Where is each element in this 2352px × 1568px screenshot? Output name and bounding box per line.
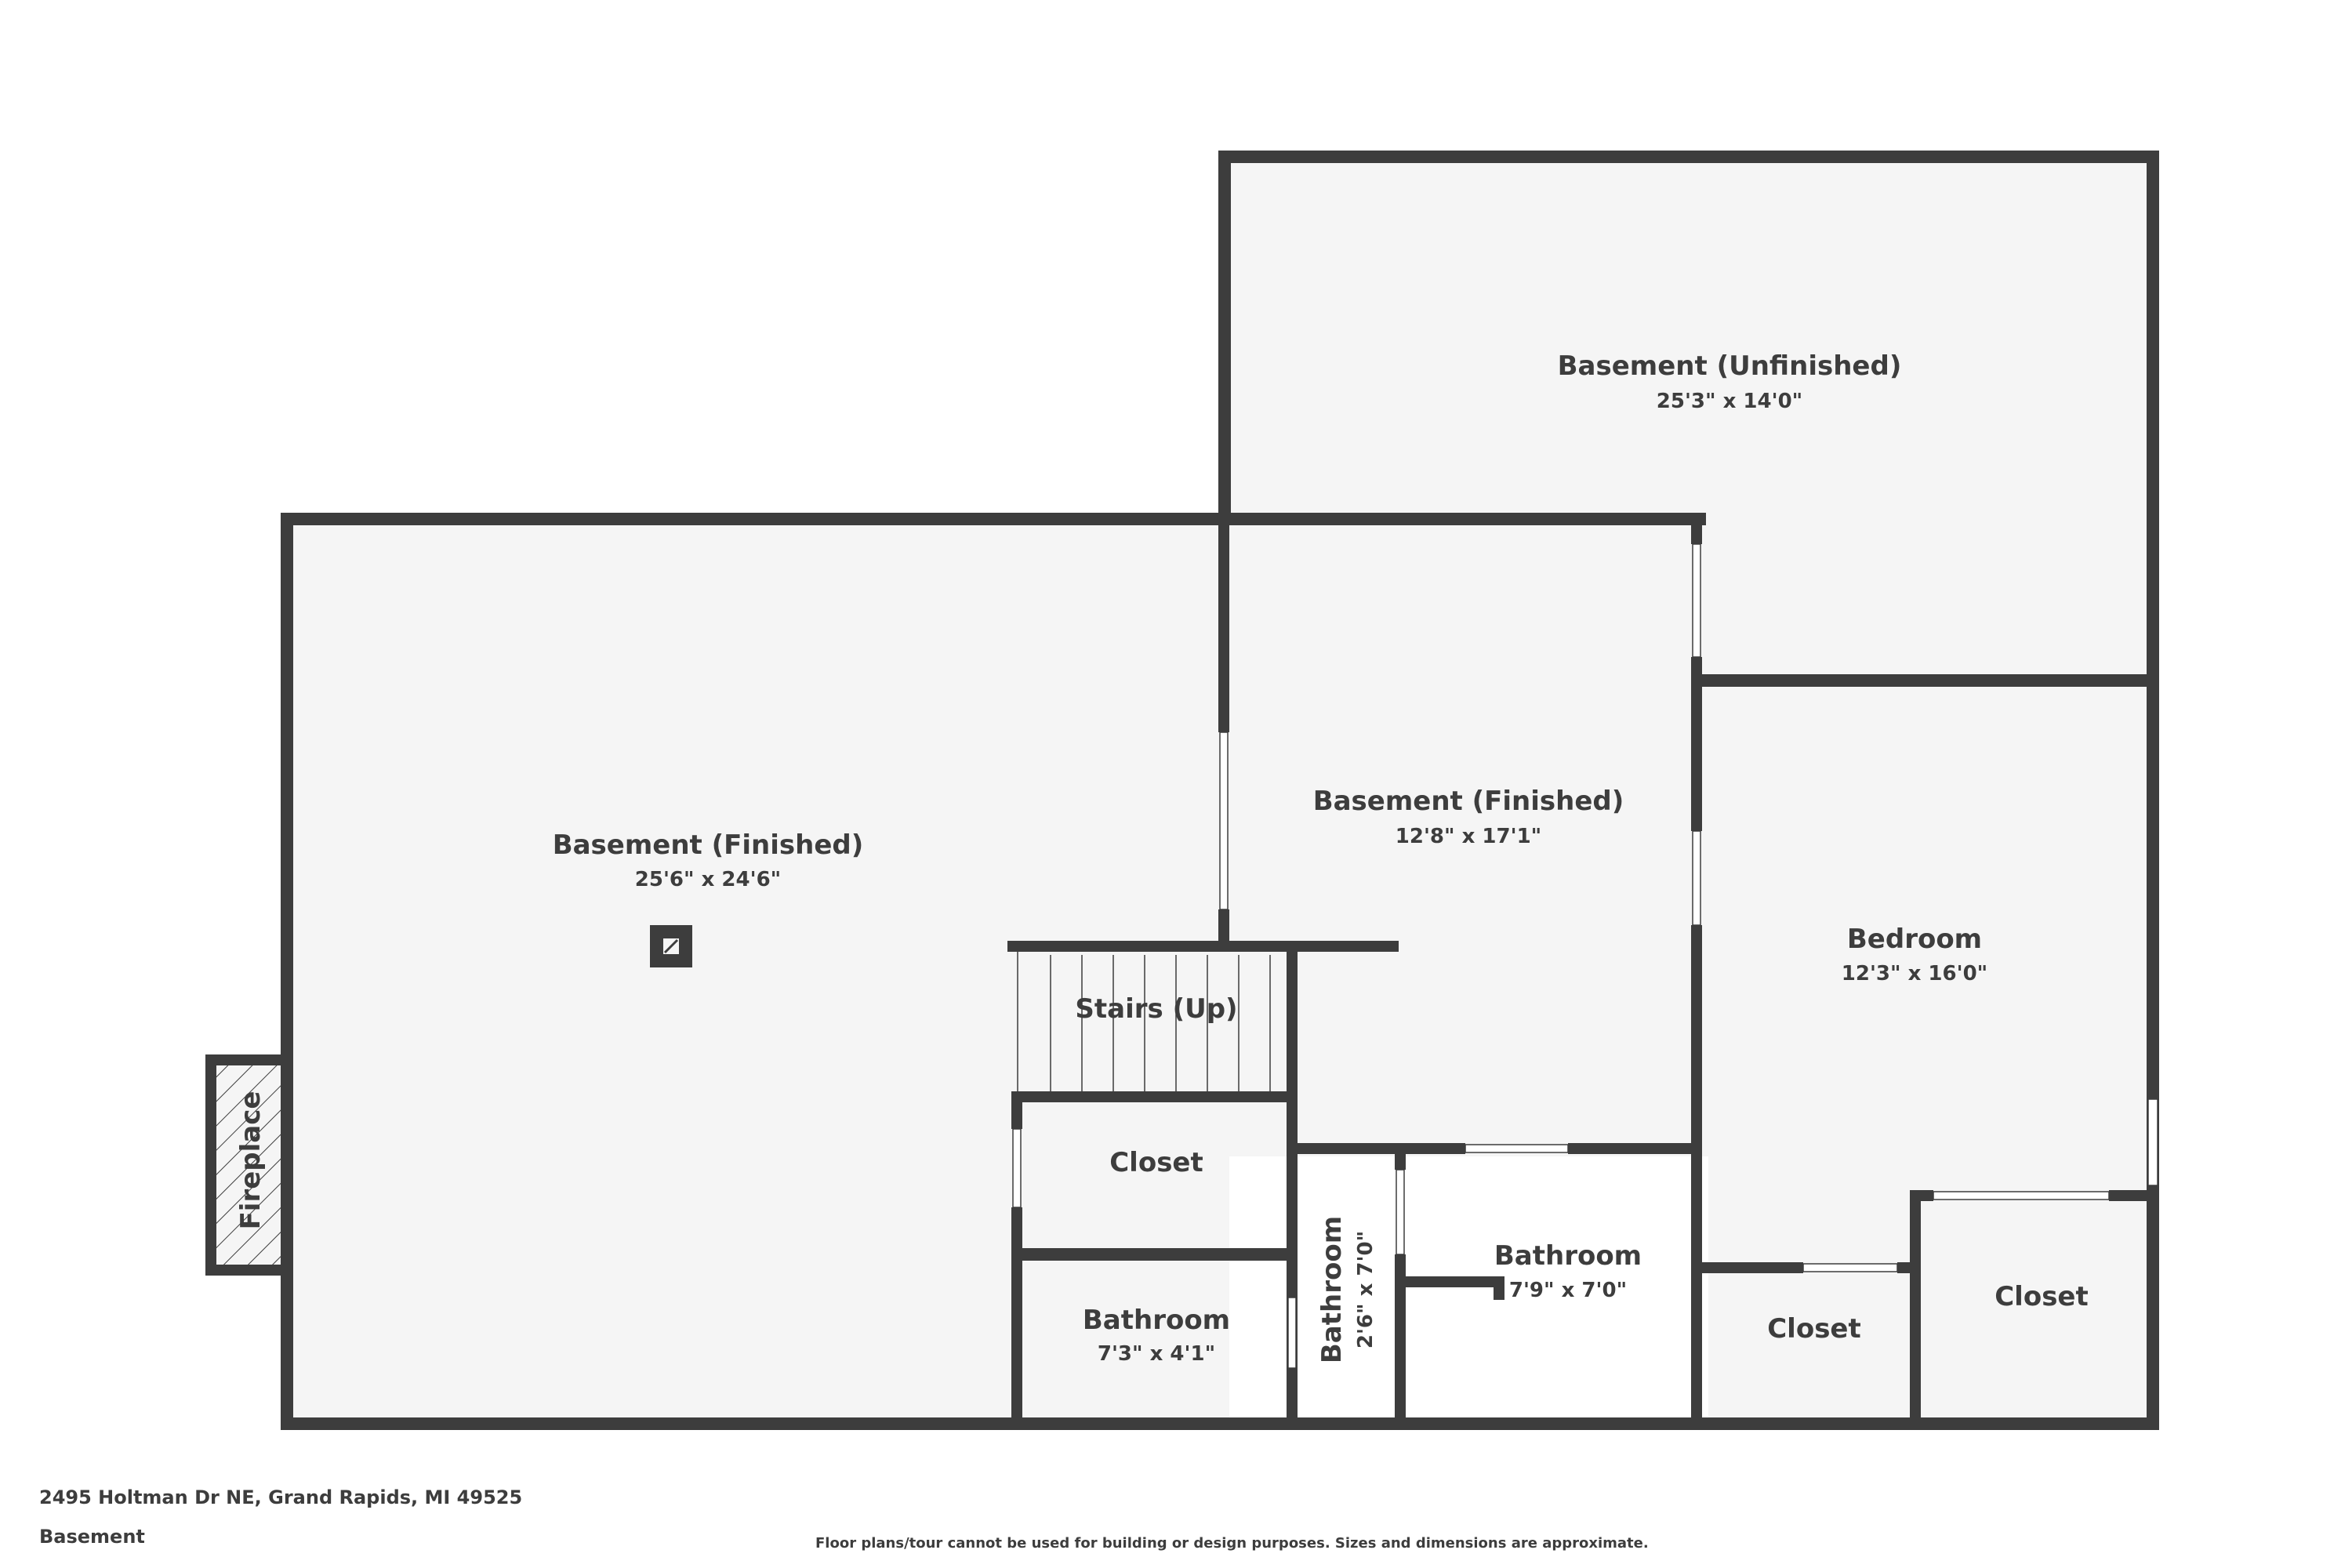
wall — [205, 1265, 293, 1276]
door-opening — [1465, 1144, 1569, 1153]
room-dims-basement-finished-main: 25'6" x 24'6" — [635, 868, 781, 891]
window — [1692, 543, 1701, 658]
wall — [282, 1054, 293, 1276]
property-address: 2495 Holtman Dr NE, Grand Rapids, MI 495… — [39, 1486, 523, 1508]
wall — [281, 513, 293, 1430]
wall — [1011, 1207, 1022, 1427]
wall — [2147, 151, 2159, 1430]
floor-level-label: Basement — [39, 1526, 145, 1548]
wall — [1395, 1154, 1406, 1170]
wall — [1014, 1091, 1298, 1102]
room-name-closet-b: Closet — [1767, 1313, 1861, 1345]
wall — [1691, 657, 1702, 831]
room-dims-bathroom-b: 2'6" x 7'0" — [1354, 1231, 1377, 1348]
wall — [205, 1054, 216, 1276]
wall — [1011, 1091, 1022, 1129]
room-name-fireplace: Fireplace — [235, 1091, 267, 1230]
floor-basement-finished-second — [1229, 521, 1708, 1156]
room-dims-bathroom-a: 7'3" x 4'1" — [1098, 1342, 1215, 1366]
door-opening — [1396, 1169, 1405, 1255]
wall — [1696, 1262, 1803, 1273]
floor-areas — [212, 157, 2151, 1423]
room-name-stairs: Stairs (Up) — [1075, 993, 1237, 1025]
room-labels: Basement (Unfinished) 25'3" x 14'0" Base… — [235, 350, 2089, 1366]
openings — [1012, 543, 2158, 1369]
wall — [1218, 151, 2159, 163]
wall — [1494, 1276, 1504, 1300]
door-opening — [1012, 1128, 1022, 1208]
room-name-basement-unfinished: Basement (Unfinished) — [1558, 350, 1902, 382]
wall — [1287, 1143, 1465, 1154]
floor-fireplace — [212, 1062, 289, 1274]
wall — [1395, 1276, 1504, 1287]
wall — [1007, 941, 1305, 952]
wall — [205, 1054, 293, 1065]
walls — [205, 151, 2159, 1430]
window — [1219, 731, 1229, 910]
wall — [1011, 1248, 1298, 1261]
floor-bedroom — [1708, 681, 2151, 1423]
room-name-bathroom-a: Bathroom — [1083, 1305, 1230, 1336]
wall — [1702, 674, 2159, 687]
door-opening — [1802, 1263, 1898, 1272]
column-marker — [663, 938, 679, 954]
room-dims-bathroom-c: 7'9" x 7'0" — [1509, 1279, 1627, 1302]
wall — [1691, 513, 1702, 544]
wall — [281, 1417, 2159, 1430]
wall — [1910, 1190, 1933, 1201]
room-name-basement-finished-second: Basement (Finished) — [1313, 786, 1624, 817]
door-opening — [1287, 1297, 1297, 1369]
wall — [281, 513, 1706, 525]
wall — [1395, 1254, 1406, 1427]
room-name-bedroom: Bedroom — [1847, 924, 1982, 955]
door-opening — [1933, 1191, 2110, 1200]
room-name-closet-c: Closet — [1994, 1281, 2089, 1312]
window — [2147, 1098, 2158, 1186]
room-name-closet-a: Closet — [1109, 1147, 1203, 1178]
room-dims-basement-unfinished: 25'3" x 14'0" — [1657, 390, 1802, 413]
disclaimer-text: Floor plans/tour cannot be used for buil… — [815, 1535, 1649, 1552]
room-name-bathroom-b: Bathroom — [1316, 1216, 1348, 1363]
floor-basement-finished-main — [289, 521, 1229, 1423]
stair-treads — [1017, 949, 1271, 1102]
room-name-bathroom-c: Bathroom — [1494, 1240, 1642, 1272]
wall — [1218, 151, 1231, 524]
room-dims-basement-finished-second: 12'8" x 17'1" — [1396, 825, 1541, 848]
wall — [2109, 1190, 2156, 1201]
wall — [1568, 1143, 1702, 1154]
room-name-basement-finished-main: Basement (Finished) — [553, 829, 864, 861]
window — [1692, 830, 1701, 926]
room-dims-bedroom: 12'3" x 16'0" — [1842, 962, 1987, 985]
wall — [1218, 909, 1229, 950]
wall — [1691, 925, 1702, 1427]
wall — [1218, 513, 1229, 732]
wall — [1910, 1190, 1921, 1427]
